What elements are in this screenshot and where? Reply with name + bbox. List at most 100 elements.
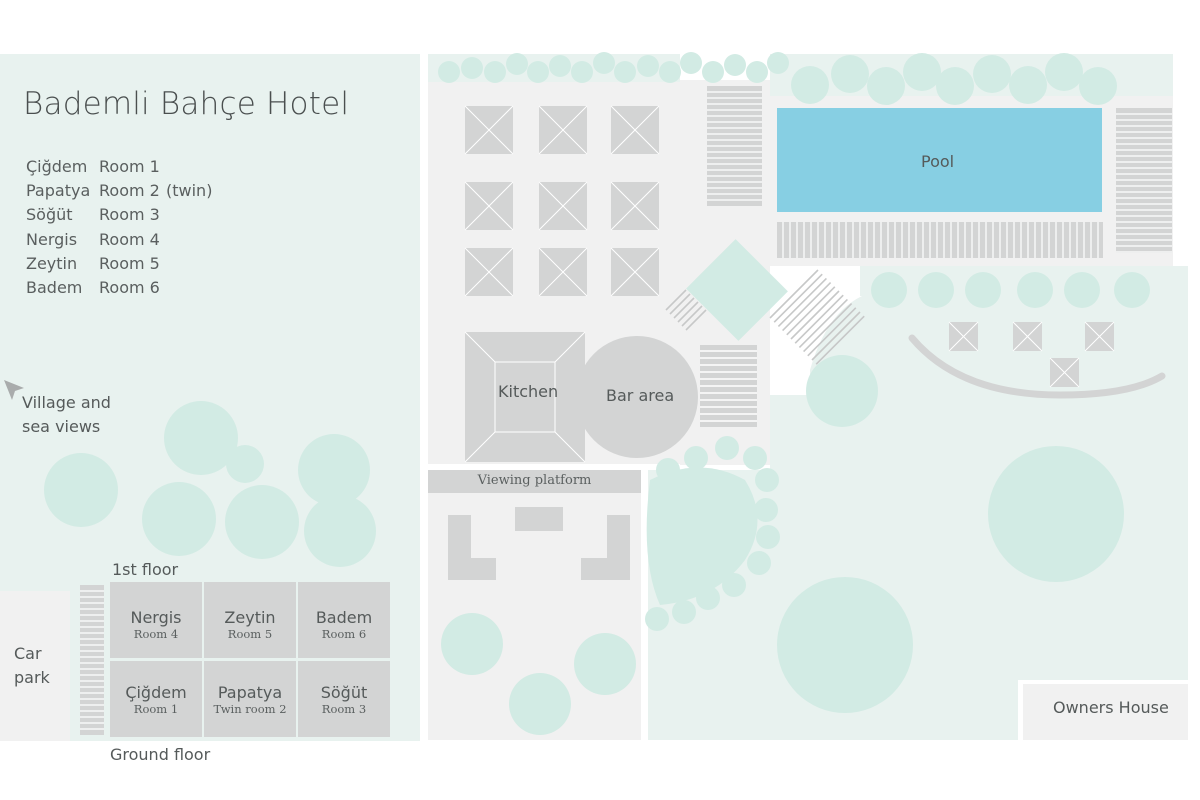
legend-room-name: Badem bbox=[26, 277, 83, 297]
tree bbox=[1079, 67, 1117, 105]
umbrella-tables bbox=[464, 105, 660, 297]
trees bbox=[44, 52, 1150, 735]
viewing-platform-bar bbox=[428, 470, 641, 493]
legend-row: Söğüt Room 3 bbox=[26, 205, 212, 229]
tree bbox=[298, 434, 370, 506]
tree bbox=[506, 53, 528, 75]
umbrella-table bbox=[538, 105, 588, 155]
garden-table bbox=[1084, 321, 1115, 352]
legend-room-number: Room 4 bbox=[99, 229, 160, 249]
tree bbox=[225, 485, 299, 559]
pool-shape bbox=[777, 108, 1102, 212]
tree bbox=[715, 436, 739, 460]
garden-table bbox=[948, 321, 979, 352]
viewing-platform-label: Viewing platform bbox=[477, 473, 592, 488]
room-name: Zeytin bbox=[224, 608, 276, 627]
tree bbox=[441, 613, 503, 675]
room-number: Room 1 bbox=[133, 702, 179, 716]
kitchen-building bbox=[464, 331, 586, 463]
tree bbox=[1064, 272, 1100, 308]
room-name: Çiğdem bbox=[125, 683, 187, 702]
umbrella-table bbox=[610, 181, 660, 231]
legend-room-name: Söğüt bbox=[26, 205, 73, 225]
umbrella-table bbox=[464, 105, 514, 155]
tree bbox=[614, 61, 636, 83]
tree bbox=[574, 633, 636, 695]
tree bbox=[903, 53, 941, 91]
platform-furniture bbox=[448, 507, 630, 580]
legend-room-name: Nergis bbox=[26, 229, 78, 249]
pool-label: Pool bbox=[921, 152, 955, 171]
curved-bench bbox=[908, 334, 1166, 399]
tree bbox=[722, 573, 746, 597]
views-label: Village and sea views bbox=[22, 393, 111, 436]
tree bbox=[806, 355, 878, 427]
bar-area-label: Bar area bbox=[606, 386, 675, 405]
kitchen-label: Kitchen bbox=[498, 382, 559, 401]
tree bbox=[142, 482, 216, 556]
tree bbox=[680, 52, 702, 74]
garden-table bbox=[1049, 357, 1080, 388]
tree bbox=[304, 495, 376, 567]
legend-room-name: Çiğdem bbox=[26, 157, 88, 176]
umbrella-table bbox=[610, 247, 660, 297]
tree bbox=[461, 57, 483, 79]
room-name: Papatya bbox=[217, 683, 283, 702]
umbrella-table bbox=[538, 247, 588, 297]
page-title: Bademli Bahçe Hotel bbox=[23, 86, 350, 122]
room-number: Twin room 2 bbox=[213, 702, 287, 716]
tree bbox=[918, 272, 954, 308]
tree bbox=[549, 55, 571, 77]
tree bbox=[988, 446, 1124, 582]
ground-floor-label: Ground floor bbox=[110, 745, 211, 764]
first-floor-label: 1st floor bbox=[112, 560, 179, 579]
legend-row: Nergis Room 4 bbox=[26, 230, 212, 254]
tree bbox=[777, 577, 913, 713]
tree bbox=[702, 61, 724, 83]
car-park-label: Car park bbox=[14, 644, 50, 687]
arrow-pointer-icon bbox=[4, 380, 24, 400]
tree bbox=[226, 445, 264, 483]
tree bbox=[724, 54, 746, 76]
tree bbox=[684, 446, 708, 470]
garden-tables bbox=[948, 321, 1115, 388]
tree bbox=[645, 607, 669, 631]
tree bbox=[1045, 53, 1083, 91]
tree bbox=[509, 673, 571, 735]
tree bbox=[164, 401, 238, 475]
diagonal-steps-left bbox=[665, 289, 707, 331]
diagonal-steps-right bbox=[769, 269, 865, 365]
tree bbox=[743, 446, 767, 470]
tree bbox=[672, 600, 696, 624]
rooms-building bbox=[80, 582, 390, 737]
tree bbox=[438, 61, 460, 83]
diagonal-deck bbox=[686, 239, 788, 341]
tree bbox=[1009, 66, 1047, 104]
pond-shape bbox=[646, 467, 758, 605]
umbrella-table bbox=[610, 105, 660, 155]
tree bbox=[973, 55, 1011, 93]
room-number: Room 5 bbox=[227, 627, 273, 641]
tree bbox=[791, 66, 829, 104]
room-name: Söğüt bbox=[320, 683, 368, 702]
legend-room-number: Room 2 bbox=[99, 181, 160, 201]
tree bbox=[484, 61, 506, 83]
tree bbox=[754, 498, 778, 522]
legend-room-number: Room 3 bbox=[99, 205, 160, 225]
room-number: Room 4 bbox=[133, 627, 179, 641]
legend-room-number: Room 5 bbox=[99, 253, 160, 273]
pool-loungers-bottom bbox=[777, 222, 1103, 258]
room-name: Nergis bbox=[130, 608, 182, 627]
tree bbox=[831, 55, 869, 93]
tree bbox=[747, 551, 771, 575]
tree bbox=[1114, 272, 1150, 308]
pool-loungers-left bbox=[707, 86, 762, 206]
umbrella-table bbox=[464, 181, 514, 231]
